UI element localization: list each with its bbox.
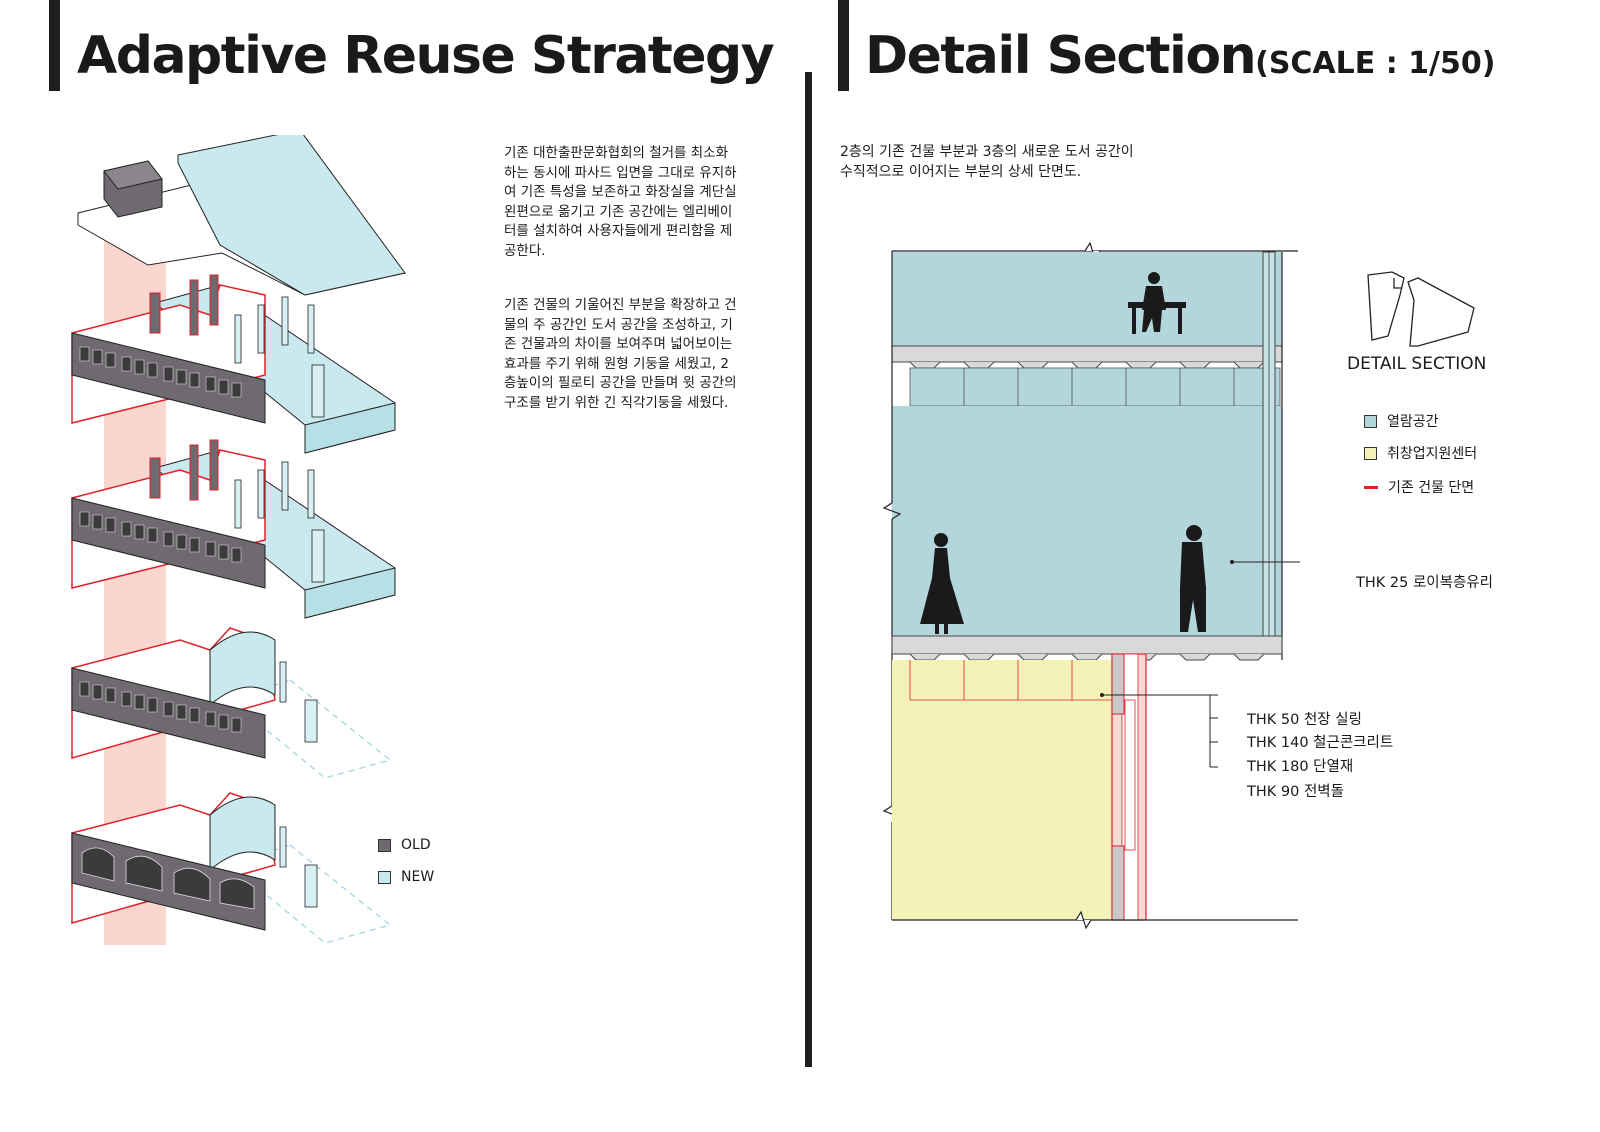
legend-existing-label: 기존 건물 단면 bbox=[1388, 480, 1475, 496]
left-title: Adaptive Reuse Strategy bbox=[77, 26, 775, 86]
callout-insulation: THK 180 단열재 bbox=[1247, 759, 1354, 775]
curtain-wall-glass bbox=[1262, 251, 1283, 660]
legend-new-label: NEW bbox=[401, 869, 435, 885]
callout-brick: THK 90 전벽돌 bbox=[1247, 784, 1344, 800]
detail-section-drawing bbox=[882, 241, 1300, 930]
reading-space-upper bbox=[892, 252, 1282, 346]
level-1-upper bbox=[71, 627, 392, 779]
axonometric-diagram bbox=[71, 135, 407, 945]
legend-new: NEW bbox=[378, 869, 434, 885]
scale-label: (SCALE : 1/50) bbox=[1255, 46, 1496, 81]
new-swatch bbox=[378, 870, 391, 884]
right-intro: 2층의 기존 건물 부분과 3층의 새로운 도서 공간이 수직적으로 이어지는 … bbox=[840, 144, 1134, 180]
legend-old: OLD bbox=[378, 837, 431, 853]
legend-reading-label: 열람공간 bbox=[1387, 414, 1439, 430]
legend-old-label: OLD bbox=[401, 837, 431, 853]
glass-callout: THK 25 로이복층유리 bbox=[1356, 575, 1493, 591]
left-paragraph-1: 기존 대한출판문화협회의 철거를 최소화 하는 동시에 파사드 입면을 그대로 … bbox=[504, 145, 737, 259]
person-seated-silhouette bbox=[1128, 272, 1186, 334]
upper-slab bbox=[891, 345, 1283, 363]
level-2 bbox=[71, 439, 396, 619]
existing-line-swatch bbox=[1364, 485, 1378, 489]
left-paragraph-2: 기존 건물의 기울어진 부분을 확장하고 건 물의 주 공간인 도서 공간을 조… bbox=[504, 297, 737, 411]
legend-startup-label: 취창업지원센터 bbox=[1387, 446, 1478, 462]
old-swatch bbox=[378, 838, 391, 852]
roof-level bbox=[77, 135, 407, 296]
startup-center-space bbox=[892, 660, 1122, 920]
person-standing-silhouette bbox=[920, 533, 964, 634]
right-title-bar bbox=[838, 0, 849, 91]
startup-swatch bbox=[1364, 446, 1377, 460]
legend-reading: 열람공간 bbox=[1364, 411, 1439, 431]
right-title-text: Detail Section bbox=[865, 26, 1257, 86]
key-plan bbox=[1367, 271, 1475, 347]
existing-wall-section bbox=[1111, 653, 1147, 921]
reading-swatch bbox=[1364, 414, 1377, 428]
legend-existing: 기존 건물 단면 bbox=[1364, 477, 1474, 497]
right-title: Detail Section(SCALE : 1/50) bbox=[865, 30, 1495, 82]
level-1-ground bbox=[71, 792, 392, 944]
callout-concrete: THK 140 철근콘크리트 bbox=[1247, 735, 1394, 751]
left-title-bar bbox=[49, 0, 60, 91]
middle-slab bbox=[891, 635, 1283, 655]
person-leaning-silhouette bbox=[1180, 525, 1206, 632]
callout-ceiling: THK 50 천장 실링 bbox=[1247, 712, 1362, 728]
key-plan-label: DETAIL SECTION bbox=[1347, 354, 1487, 374]
ceiling-zone-upper bbox=[909, 367, 1281, 407]
level-3 bbox=[71, 274, 396, 454]
reading-space-main bbox=[892, 406, 1282, 636]
legend-startup: 취창업지원센터 bbox=[1364, 443, 1477, 463]
center-divider bbox=[805, 72, 812, 1067]
